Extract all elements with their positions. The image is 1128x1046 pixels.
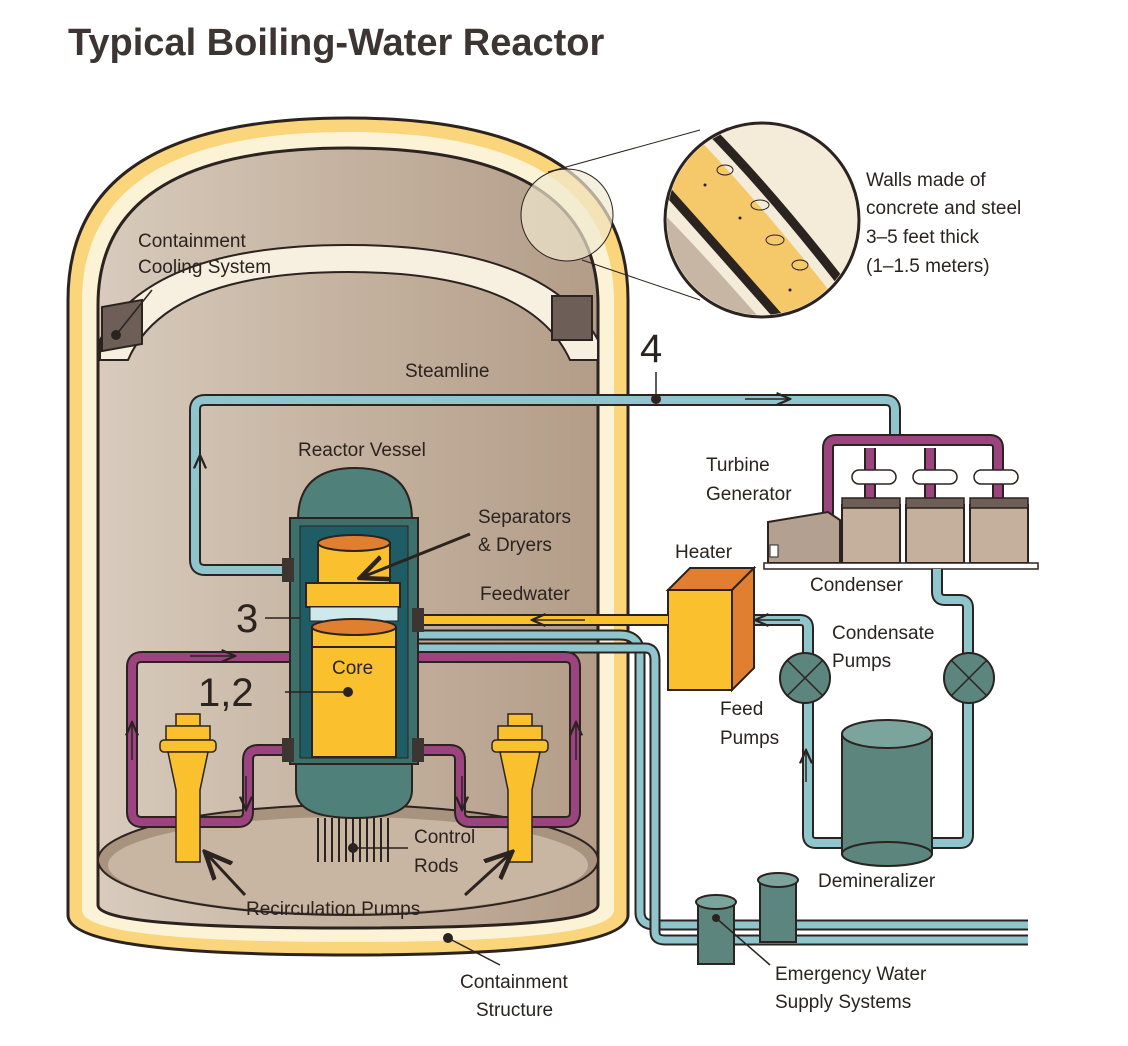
reactor-vessel (282, 466, 424, 820)
walls-label-1: Walls made of (866, 170, 986, 191)
stage-number-3: 3 (236, 597, 258, 641)
condensate-label-2: Pumps (832, 651, 891, 672)
recirculation-label: Recirculation Pumps (246, 899, 420, 920)
stage-number-1-2: 1,2 (198, 671, 254, 715)
heater-label: Heater (675, 542, 733, 563)
emergency-label-1: Emergency Water (775, 964, 927, 985)
condensate-pump-right (943, 652, 995, 704)
turbine-label-1: Turbine (706, 455, 770, 476)
wall-detail-magnifier (520, 121, 861, 319)
separators-pointer (360, 532, 471, 578)
core-marker (343, 687, 353, 697)
control-rods-label-1: Control (414, 827, 475, 848)
containment-structure-label-1: Containment (460, 972, 568, 993)
recirculation-pointers (205, 852, 512, 897)
reactor-vessel-label: Reactor Vessel (298, 440, 426, 461)
walls-label-3: 3–5 feet thick (866, 227, 980, 248)
containment-cooling-system (99, 243, 599, 361)
walls-label-2: concrete and steel (866, 198, 1021, 219)
emergency-water-tanks (695, 872, 799, 966)
emergency-water-pipes (412, 629, 1028, 946)
emergency-label-2: Supply Systems (775, 992, 911, 1013)
feed-pumps-label-1: Feed (720, 699, 763, 720)
recirculation-pump-left (159, 713, 217, 863)
steamline-pipe (189, 372, 901, 576)
stage-number-4: 4 (640, 327, 662, 371)
recirculation-pump-right (491, 713, 549, 863)
condensate-pump-left (779, 652, 831, 704)
containment-structure-label-2: Structure (476, 1000, 553, 1021)
demineralizer-label: Demineralizer (818, 871, 936, 892)
separators-label-2: & Dryers (478, 535, 552, 556)
control-rods (317, 818, 408, 862)
turbine-generator (763, 434, 1039, 570)
containment-cooling-label-1: Containment (138, 231, 246, 252)
separators-label-1: Separators (478, 507, 571, 528)
condensate-label-1: Condensate (832, 623, 934, 644)
feedwater-label: Feedwater (480, 584, 570, 605)
diagram-title: Typical Boiling-Water Reactor (68, 22, 605, 64)
condenser-label: Condenser (810, 575, 904, 596)
turbine-label-2: Generator (706, 484, 792, 505)
feed-pumps-label-2: Pumps (720, 728, 779, 749)
demineralizer (841, 719, 933, 867)
containment-structure-leader (447, 937, 501, 966)
containment-cooling-label-2: Cooling System (138, 257, 271, 278)
core-label: Core (332, 658, 373, 679)
walls-label-4: (1–1.5 meters) (866, 256, 990, 277)
condensate-loop (745, 569, 974, 849)
steamline-label: Steamline (405, 361, 490, 382)
heater (665, 565, 757, 693)
control-rods-label-2: Rods (414, 856, 458, 877)
